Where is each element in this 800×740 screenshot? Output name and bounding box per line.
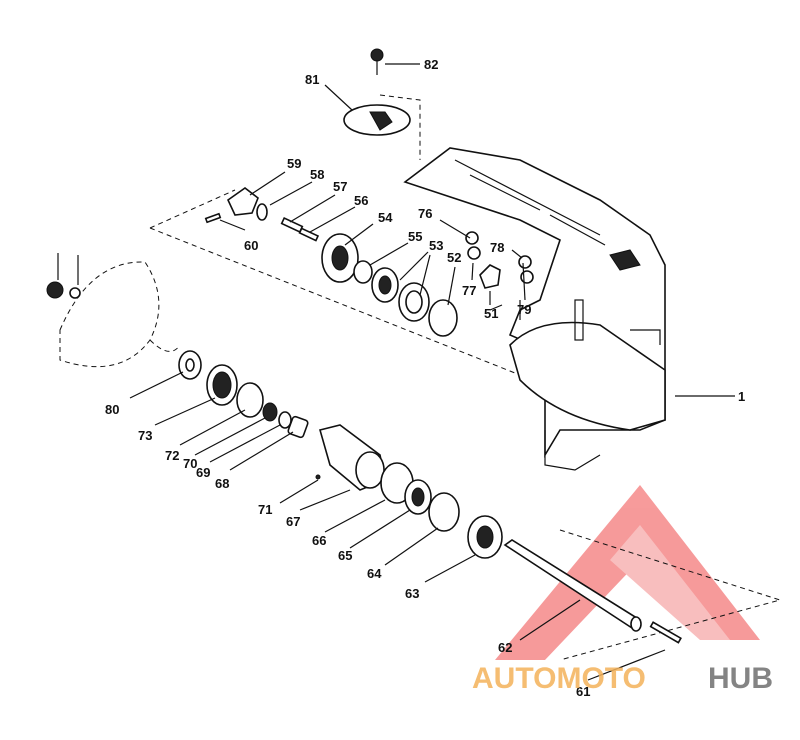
- callout-labels: 82 81 1 59 58 57 56 54 55 53 52 76 78 77…: [105, 57, 745, 699]
- callout-69: 69: [196, 465, 210, 480]
- callout-61: 61: [576, 684, 590, 699]
- bearing-carrier-67: [319, 424, 386, 491]
- callout-75: 82: [424, 57, 438, 72]
- watermark-text: AUTOMOTO HUB: [472, 662, 773, 695]
- nut-79: [520, 270, 534, 284]
- leader-lines: [57, 63, 735, 681]
- callout-72: 72: [165, 448, 179, 463]
- nut-77: [467, 246, 481, 260]
- callout-58: 58: [310, 167, 324, 182]
- shim-52: [428, 299, 458, 337]
- forward-gear-63: [467, 515, 503, 559]
- callout-79: 79: [517, 302, 531, 317]
- watermark-text-part1: AUTOMOTO: [472, 662, 646, 695]
- callout-55: 55: [408, 229, 422, 244]
- trim-tab-74: [343, 104, 411, 136]
- shim-64: [428, 492, 460, 532]
- callout-65: 65: [338, 548, 352, 563]
- callout-73: 73: [138, 428, 152, 443]
- callout-56: 56: [354, 193, 368, 208]
- callout-1: 1: [738, 389, 745, 404]
- callout-57: 57: [333, 179, 347, 194]
- screw-75: [370, 48, 384, 75]
- bearing-53a: [371, 267, 399, 303]
- callout-70: 70: [183, 456, 197, 471]
- callout-76: 76: [418, 206, 432, 221]
- callout-53: 53: [429, 238, 443, 253]
- callout-68: 68: [215, 476, 229, 491]
- bracket-51: [479, 264, 501, 289]
- callout-60: 60: [244, 238, 258, 253]
- pin-60: [204, 212, 222, 224]
- seal-69: [278, 411, 292, 429]
- pin-61: [649, 621, 682, 644]
- oring-58: [256, 203, 268, 221]
- assembly-dashed-outline: [149, 94, 782, 661]
- callout-74: 81: [305, 72, 319, 87]
- callout-80: 80: [105, 402, 119, 417]
- pin-56: [298, 227, 320, 242]
- callout-71: 71: [258, 502, 272, 517]
- callout-54: 54: [378, 210, 393, 225]
- nut-82: [46, 281, 64, 299]
- callout-62: 62: [498, 640, 512, 655]
- watermark-text-part2: HUB: [708, 662, 773, 695]
- seal-70: [262, 402, 278, 422]
- bearing-65: [404, 479, 432, 515]
- callout-77: 77: [462, 283, 476, 298]
- retainer-73: [206, 364, 238, 406]
- lockwasher-72: [236, 382, 264, 418]
- bearing-cup-53b: [398, 282, 430, 322]
- propeller-shaft-62: [503, 539, 642, 632]
- callout-67: 67: [286, 514, 300, 529]
- pinion-gear-54: [321, 233, 359, 283]
- callout-52: 52: [447, 250, 461, 265]
- key-71: [315, 474, 321, 480]
- bearing-68: [287, 415, 309, 439]
- nut-76: [465, 231, 479, 245]
- callout-63: 63: [405, 586, 419, 601]
- callout-59: 59: [287, 156, 301, 171]
- callout-51: 51: [484, 306, 498, 321]
- bearing-55: [353, 260, 373, 284]
- nut-78: [518, 255, 532, 269]
- callout-64: 64: [367, 566, 382, 581]
- washer-81: [69, 287, 81, 299]
- callout-78: 78: [490, 240, 504, 255]
- watermark-logo: [495, 485, 760, 660]
- callout-66: 66: [312, 533, 326, 548]
- washer-80: [178, 350, 202, 380]
- gear-housing: [403, 147, 666, 471]
- propeller: [59, 261, 181, 368]
